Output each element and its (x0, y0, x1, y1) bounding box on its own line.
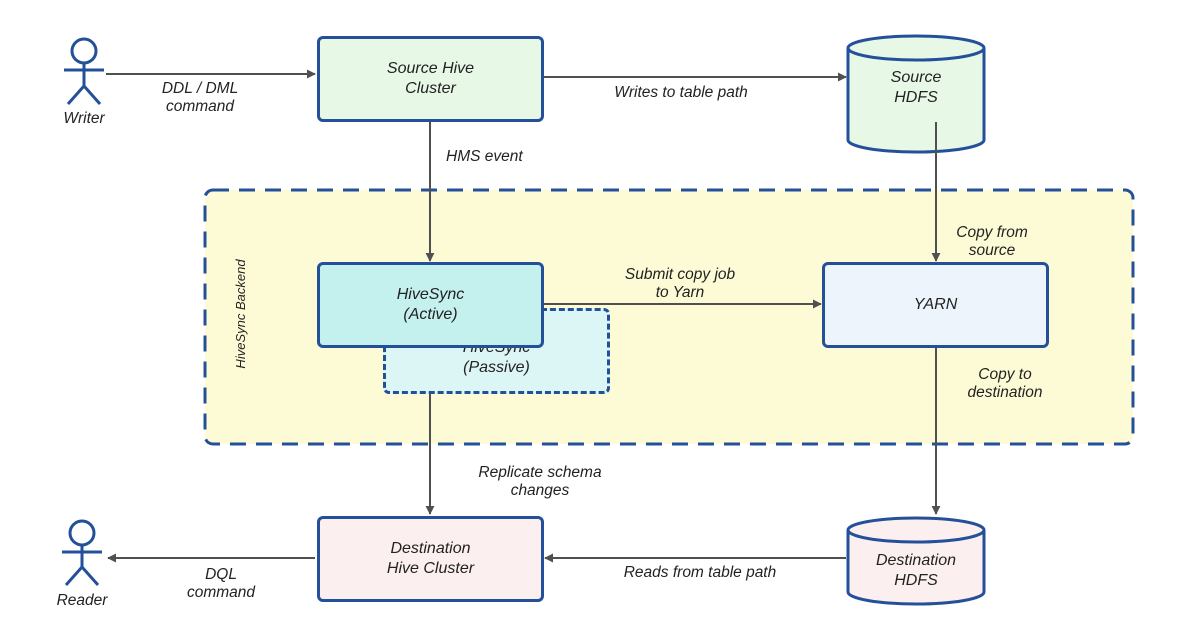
source-hive-label-line2: Cluster (405, 80, 456, 97)
hivesync-active-label-line1: HiveSync (396, 286, 465, 303)
destination-hdfs-label-line1: Destination (875, 552, 957, 569)
destination-hdfs-cylinder[interactable] (846, 516, 986, 606)
destination-hive-label-line2: Hive Cluster (386, 560, 475, 577)
yarn-node[interactable]: YARN (822, 262, 1049, 348)
reader-actor-icon (62, 519, 102, 586)
writer-actor-icon (64, 37, 104, 105)
reads-from-table-path-label: Reads from table path (623, 564, 777, 581)
hivesync-backend-label: HiveSync Backend (233, 259, 248, 369)
hivesync-active-label-line2: (Active) (403, 306, 458, 323)
source-hdfs-cylinder[interactable] (846, 34, 986, 154)
source-hdfs-label-line1: Source (890, 69, 942, 86)
source-hdfs-label-line2: HDFS (894, 89, 938, 106)
yarn-label: YARN (913, 296, 958, 313)
hivesync-passive-label-line2: (Passive) (463, 359, 530, 376)
destination-hive-label-line1: Destination (390, 540, 471, 557)
reader-label: Reader (56, 592, 108, 609)
writes-to-table-path-label: Writes to table path (614, 84, 748, 101)
hms-event-label: HMS event (446, 148, 523, 165)
source-hive-label-line1: Source Hive (386, 60, 475, 77)
hivesync-active-node[interactable]: HiveSync (Active) (317, 262, 544, 348)
writer-label: Writer (63, 110, 105, 127)
destination-hdfs-label-line2: HDFS (894, 572, 938, 589)
